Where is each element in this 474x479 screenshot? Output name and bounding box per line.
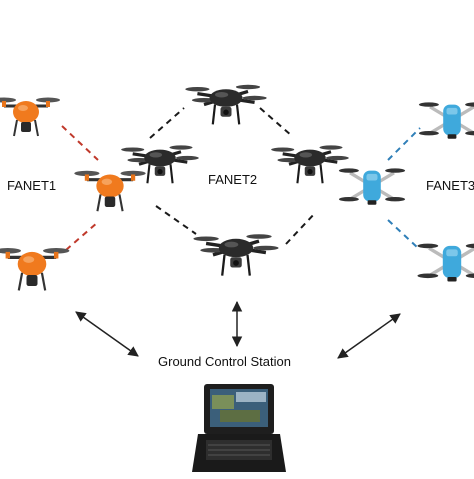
- fanet1-link-top: [62, 126, 98, 160]
- fanet3-drone-top: [419, 102, 474, 138]
- fanet1-link-bottom: [66, 222, 98, 250]
- fanet1-drone-middle: [74, 171, 145, 211]
- fanet1-label: FANET1: [7, 178, 56, 193]
- fanet2-drone-bottom: [193, 234, 278, 275]
- fanet2-drone-right: [271, 145, 349, 183]
- fanet3-drone-middle: [339, 168, 405, 204]
- fanet1-drone-bottom: [0, 248, 69, 290]
- fanet3-link-top: [388, 128, 420, 160]
- fanet3-label: FANET3: [426, 178, 474, 193]
- fanet2-link-bottom-left: [156, 206, 196, 234]
- fanet3-link-bottom: [388, 220, 418, 248]
- fanet3-drone-bottom: [418, 244, 474, 282]
- fanet1-gcs-arrow: [76, 312, 138, 356]
- fanet2-link-top-left: [150, 108, 184, 138]
- ground-station-label: Ground Control Station: [158, 354, 291, 369]
- laptop-station-icon: [192, 384, 286, 472]
- fanet2-label: FANET2: [208, 172, 257, 187]
- fanet2-link-bottom-right: [286, 212, 316, 244]
- fanet3-gcs-arrow: [338, 314, 400, 358]
- fanet1-drone-top: [0, 98, 60, 137]
- fanet2-link-top-right: [260, 108, 292, 136]
- fanet2-drone-top: [185, 85, 266, 125]
